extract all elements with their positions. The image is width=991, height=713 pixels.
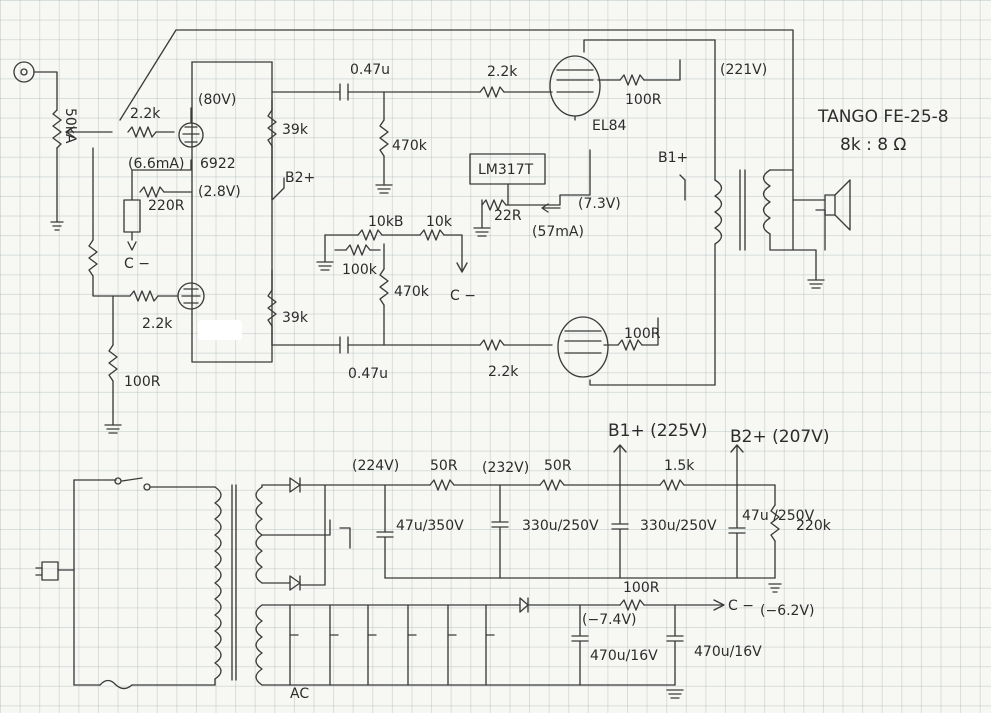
r-screen-top-label: 100R [625, 92, 662, 108]
c-couple-bottom-label: 0.47u [348, 366, 388, 382]
b2-node-label: B2+ [285, 170, 315, 186]
r-load-bottom-label: 39k [282, 310, 309, 326]
r-load-top-label: 39k [282, 122, 309, 138]
r-grid-leak-label: 470k [392, 138, 428, 154]
cap-2-label: 330u/250V [522, 518, 599, 534]
bias-c-minus-left-label: C − [124, 256, 150, 272]
pot-bias-label: 10kB [368, 214, 404, 230]
r-grid-top-label: 2.2k [487, 64, 518, 80]
v-232-label: (232V) [482, 460, 529, 476]
r-reg-label: 22R [494, 208, 522, 224]
r-50r-1-label: 50R [430, 458, 458, 474]
c-couple-top-label: 0.47u [350, 62, 390, 78]
r-grid-in-label: 2.2k [130, 106, 161, 122]
cap-3-label: 330u/250V [640, 518, 717, 534]
labels: 50kA 2.2k (80V) 39k 0.47u 2.2k (221V) TA… [62, 62, 949, 702]
r-220k-label: 220k [796, 518, 832, 534]
el84-top-label: EL84 [592, 118, 627, 134]
current-6922-label: (6.6mA) [128, 156, 184, 172]
v-anode-6922-label: (80V) [198, 92, 236, 108]
tube-6922-label: 6922 [200, 156, 236, 172]
cap-1-label: 47u/350V [396, 518, 464, 534]
r-bias-470-label: 470k [394, 284, 430, 300]
r-bias-low-label: 100k [342, 262, 378, 278]
ac-label: AC [290, 686, 309, 702]
v-minus-6-2-label: (−6.2V) [760, 603, 815, 619]
correction-tape [198, 320, 242, 340]
b2-supply-label: B2+ (207V) [730, 427, 829, 447]
current-el84-label: (57mA) [532, 224, 584, 240]
v-minus-7-4-label: (−7.4V) [582, 612, 637, 628]
v-rect-label: (224V) [352, 458, 399, 474]
r-screen-bottom-label: 100R [624, 326, 661, 342]
v-cathode-6922-label: (2.8V) [198, 184, 241, 200]
r-1-5k-label: 1.5k [664, 458, 695, 474]
r-bias-label: 10k [426, 214, 453, 230]
r-cathode-6922-label: 220R [148, 198, 185, 214]
vol-pot-label: 50kA [62, 108, 78, 144]
r-100r-left-label: 100R [124, 374, 161, 390]
r-100r-psu-label: 100R [623, 580, 660, 596]
r-50r-2-label: 50R [544, 458, 572, 474]
v-reg-label: (7.3V) [578, 196, 621, 212]
cap-neg-1-label: 470u/16V [590, 648, 658, 664]
reg-ic-label: LM317T [478, 162, 534, 178]
c-minus-out-label: C − [728, 598, 754, 614]
speaker-model-label: TANGO FE-25-8 [817, 107, 949, 127]
transformer-ratio-label: 8k : 8 Ω [840, 135, 906, 155]
cap-neg-2-label: 470u/16V [694, 644, 762, 660]
bias-c-minus-mid-label: C − [450, 288, 476, 304]
amp-wiring [13, 29, 851, 434]
r-grid-in-bottom-label: 2.2k [142, 316, 173, 332]
v-b-plus-el84-label: (221V) [720, 62, 767, 78]
b1-supply-label: B1+ (225V) [608, 421, 707, 441]
psu-wiring [35, 444, 782, 699]
b1-node-label: B1+ [658, 150, 688, 166]
r-grid-bottom-label: 2.2k [488, 364, 519, 380]
cap-4-label: 47u /250V [742, 508, 815, 524]
